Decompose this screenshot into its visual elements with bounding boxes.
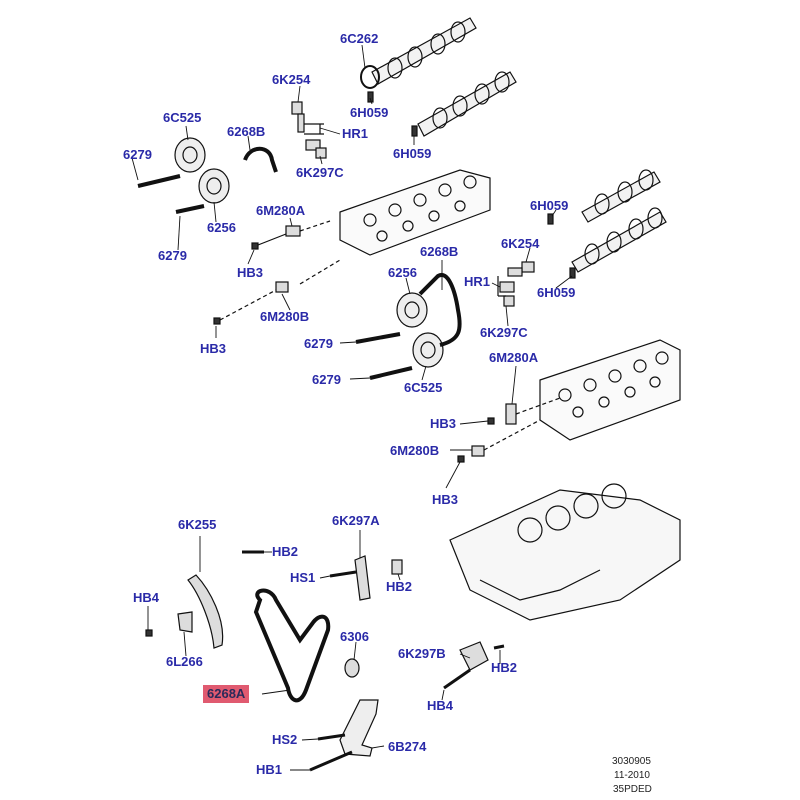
label-6k297c-top: 6K297C	[296, 165, 344, 180]
label-6279-b: 6279	[158, 248, 187, 263]
label-hr1-top: HR1	[342, 126, 369, 141]
label-hb4-b: HB4	[427, 698, 454, 713]
label-6k297c-right: 6K297C	[480, 325, 528, 340]
label-6k255: 6K255	[178, 517, 217, 532]
sprocket-6256-top	[198, 168, 230, 204]
label-6268b-top: 6268B	[227, 124, 266, 139]
sprocket-6256-right	[396, 292, 428, 328]
label-6268a-highlighted: 6268A	[203, 685, 250, 703]
label-6279-c: 6279	[304, 336, 333, 351]
label-6h059-b: 6H059	[393, 146, 432, 161]
chain-guide-6b274	[339, 699, 379, 757]
label-6m280a-right: 6M280A	[489, 350, 539, 365]
label-hs1: HS1	[290, 570, 316, 585]
label-6306: 6306	[340, 629, 369, 644]
chain-6268a	[253, 588, 331, 703]
label-6279-d: 6279	[312, 372, 341, 387]
chain-6268b-top	[243, 146, 278, 173]
sprocket-6c525-right	[412, 332, 444, 368]
label-hb3-b: HB3	[200, 341, 227, 356]
label-6279-a: 6279	[123, 147, 152, 162]
camshaft-upper-2	[417, 71, 517, 137]
label-hb3-d: HB3	[432, 492, 459, 507]
sensor-6k254-right	[497, 261, 535, 307]
label-6256-top: 6256	[207, 220, 236, 235]
label-hr1-right: HR1	[464, 274, 491, 289]
label-6k297b: 6K297B	[398, 646, 446, 661]
label-hb3-c: HB3	[430, 416, 457, 431]
sprocket-6c525-top	[174, 137, 206, 173]
tensioner-6k297b	[459, 641, 489, 671]
label-6k254-top: 6K254	[272, 72, 311, 87]
label-6h059-c: 6H059	[530, 198, 569, 213]
label-6m280b-top: 6M280B	[260, 309, 310, 324]
label-hb2-c: HB2	[491, 660, 518, 675]
label-6h059-a: 6H059	[350, 105, 389, 120]
label-6k254-right: 6K254	[501, 236, 540, 251]
sensor-6k254-top	[291, 101, 327, 159]
label-hb1: HB1	[256, 762, 283, 777]
label-hb4-a: HB4	[133, 590, 160, 605]
label-6h059-d: 6H059	[537, 285, 576, 300]
camshaft-right-2	[571, 207, 667, 273]
label-6m280b-right: 6M280B	[390, 443, 440, 458]
footer-code: 3030905	[612, 756, 651, 767]
label-6268b-right: 6268B	[420, 244, 459, 259]
label-hs2: HS2	[272, 732, 298, 747]
footer-date: 11-2010	[614, 770, 650, 781]
label-6c262: 6C262	[340, 31, 379, 46]
camshaft-right-1	[581, 169, 661, 223]
label-hb2-a: HB2	[272, 544, 299, 559]
label-6m280a-top: 6M280A	[256, 203, 306, 218]
cylinder-head-lower	[539, 339, 681, 441]
label-6b274: 6B274	[388, 739, 427, 754]
tensioner-arm-6l266	[177, 611, 193, 633]
chain-6268b-right	[418, 273, 462, 347]
label-6c525-right: 6C525	[404, 380, 443, 395]
camshaft-upper-1	[371, 17, 477, 85]
label-hb3-a: HB3	[237, 265, 264, 280]
chain-guide-6k255	[187, 574, 224, 649]
label-6256-right: 6256	[388, 265, 417, 280]
engine-block	[449, 483, 681, 621]
label-hb2-b: HB2	[386, 579, 413, 594]
tensioner-6k297a	[354, 555, 371, 601]
cylinder-head-upper	[339, 169, 491, 256]
label-6c525-top: 6C525	[163, 110, 202, 125]
label-6l266: 6L266	[166, 654, 203, 669]
footer-ref: 35PDED	[613, 784, 652, 795]
seal-ring-icon	[360, 65, 380, 89]
label-6k297a: 6K297A	[332, 513, 380, 528]
